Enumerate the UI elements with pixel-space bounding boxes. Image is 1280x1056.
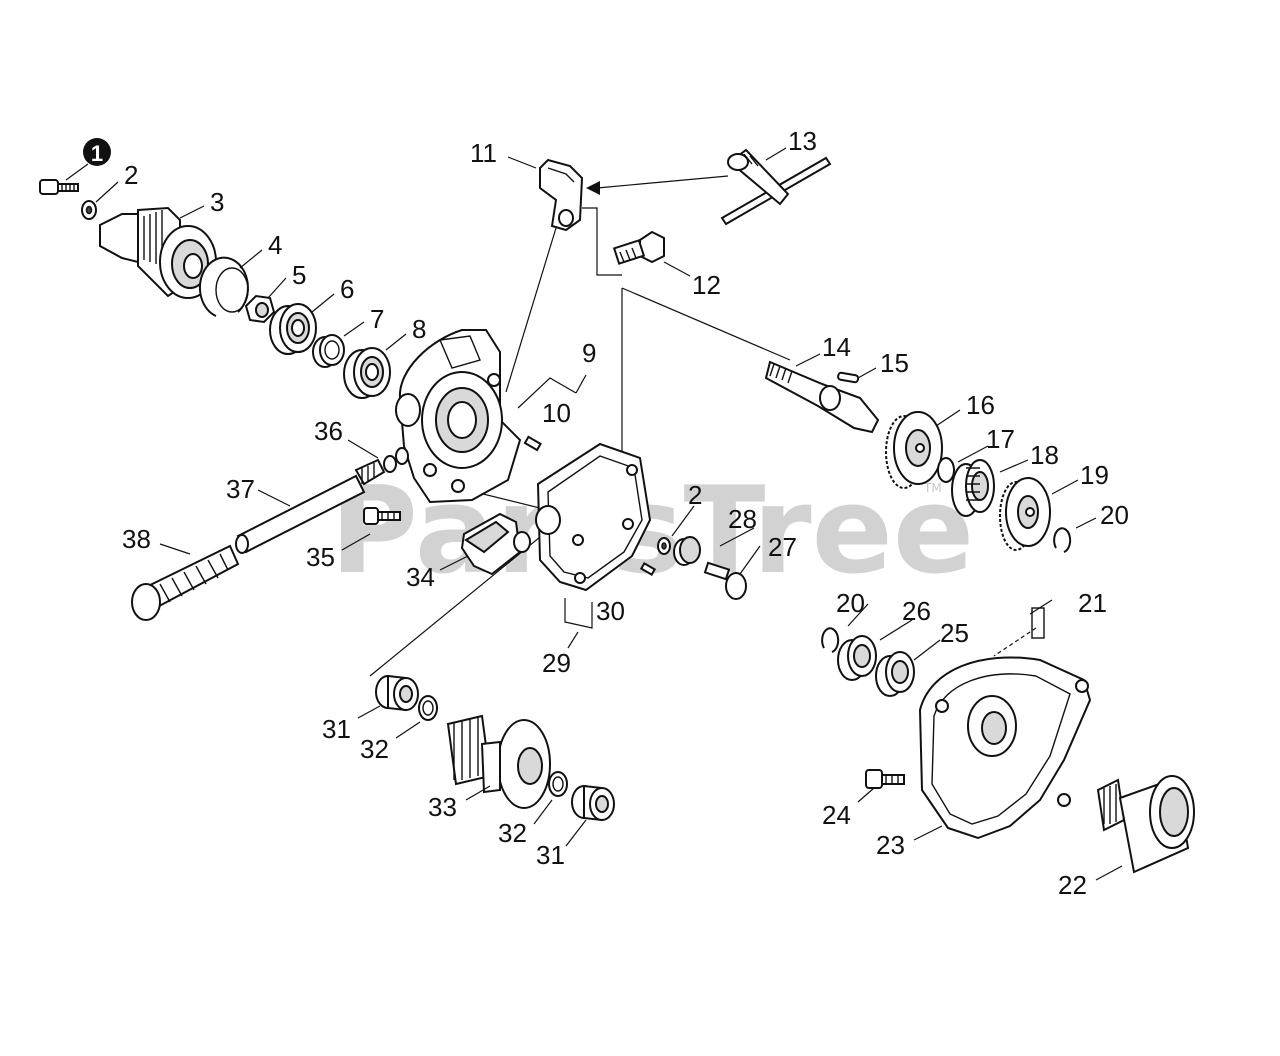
part-12-bolt	[612, 230, 665, 265]
callout-12: 12	[692, 270, 721, 300]
part-28-bushing	[673, 536, 701, 566]
callout-15: 15	[880, 348, 909, 378]
callout-21: 21	[1078, 588, 1107, 618]
callout-34: 34	[406, 562, 435, 592]
part-31-bushing	[375, 674, 419, 712]
arrow-line-13-to-11	[596, 175, 729, 189]
part-14-shaft	[764, 360, 880, 434]
part-36-o-ring	[383, 447, 409, 473]
gear-housing-front	[395, 329, 522, 504]
part-8-bearing	[343, 347, 391, 399]
arrow-head-icon	[586, 181, 600, 195]
callout-1: 1	[91, 141, 103, 166]
callout-9: 9	[582, 338, 596, 368]
part-31-bushing-second	[571, 784, 615, 822]
callout-38: 38	[122, 524, 151, 554]
part-6-bearing	[269, 303, 317, 355]
bracket-line-12	[582, 207, 622, 276]
callout-32-second: 32	[498, 818, 527, 848]
callout-25: 25	[940, 618, 969, 648]
part-1-screw	[39, 179, 79, 195]
part-27-bolt	[703, 561, 747, 600]
part-19-gear	[999, 477, 1051, 551]
part-34-trigger-switch	[460, 512, 531, 576]
part-4-snap-ring	[198, 256, 249, 317]
bracket-9	[517, 377, 577, 409]
part-30-pin	[639, 562, 657, 576]
callout-labels: 1 2 3 4 5 6 7 8 9 10 11 12 13 14 15 16 1…	[83, 126, 1129, 900]
part-37-handle-shaft	[235, 458, 386, 554]
callout-27: 27	[768, 532, 797, 562]
part-32-washer	[418, 695, 438, 721]
leader-29	[567, 631, 579, 649]
part-2-washer	[81, 200, 97, 220]
part-5-nut	[244, 294, 276, 324]
leader-9	[575, 374, 587, 394]
callout-32: 32	[360, 734, 389, 764]
callout-26: 26	[902, 596, 931, 626]
part-24-screw	[865, 769, 905, 789]
part-11-lever	[539, 158, 584, 232]
part-20-snap-ring-second	[821, 627, 840, 653]
callout-16: 16	[966, 390, 995, 420]
callout-2-second: 2	[688, 480, 702, 510]
callout-33: 33	[428, 792, 457, 822]
callout-29: 29	[542, 648, 571, 678]
callout-5: 5	[292, 260, 306, 290]
part-20-snap-ring	[1053, 527, 1072, 553]
callout-7: 7	[370, 304, 384, 334]
callout-20: 20	[1100, 500, 1129, 530]
callout-8: 8	[412, 314, 426, 344]
callout-4: 4	[268, 230, 282, 260]
callout-10: 10	[542, 398, 571, 428]
callout-20-second: 20	[836, 588, 865, 618]
part-33-gear-shaft	[446, 714, 551, 809]
callout-31-second: 31	[536, 840, 565, 870]
part-35-screw	[363, 507, 401, 525]
callout-11: 11	[470, 138, 497, 168]
part-26-bearing	[837, 635, 877, 681]
callout-19: 19	[1080, 460, 1109, 490]
part-25-bearing	[875, 651, 915, 697]
part-18-clutch	[951, 459, 995, 517]
callout-36: 36	[314, 416, 343, 446]
part-32-washer-second	[548, 771, 568, 797]
part-23-rear-case	[918, 656, 1092, 840]
part-17-ring	[937, 457, 955, 483]
callout-30: 30	[596, 596, 625, 626]
callout-24: 24	[822, 800, 851, 830]
callout-6: 6	[340, 274, 354, 304]
callout-1-badge-icon	[83, 138, 111, 166]
watermark-tm: TM	[923, 481, 942, 495]
part-22-drum	[1096, 775, 1195, 874]
bracket-29	[564, 598, 593, 629]
callout-23: 23	[876, 830, 905, 860]
part-16-gear	[885, 411, 943, 489]
callout-22: 22	[1058, 870, 1087, 900]
callout-18: 18	[1030, 440, 1059, 470]
callout-35: 35	[306, 542, 335, 572]
line-housing-to-14	[621, 287, 791, 361]
gear-case-middle	[535, 442, 652, 592]
callout-14: 14	[822, 332, 851, 362]
line-11-to-housing	[505, 227, 557, 393]
part-15-key	[837, 371, 860, 384]
part-38-grip	[131, 544, 240, 621]
part-7-spacer	[312, 334, 345, 368]
callout-17: 17	[986, 424, 1015, 454]
callout-leaders	[65, 147, 1123, 881]
callout-28: 28	[728, 504, 757, 534]
callout-31: 31	[322, 714, 351, 744]
part-2-washer-second	[657, 537, 671, 555]
callout-13: 13	[788, 126, 817, 156]
callout-3: 3	[210, 187, 224, 217]
leader-21-dashed	[993, 627, 1037, 657]
callout-2: 2	[124, 160, 138, 190]
callout-37: 37	[226, 474, 255, 504]
part-10-pin	[523, 435, 542, 452]
tag-21	[1031, 607, 1045, 639]
part-3-drill-chuck	[99, 206, 217, 299]
part-13-chuck-key	[720, 148, 832, 226]
